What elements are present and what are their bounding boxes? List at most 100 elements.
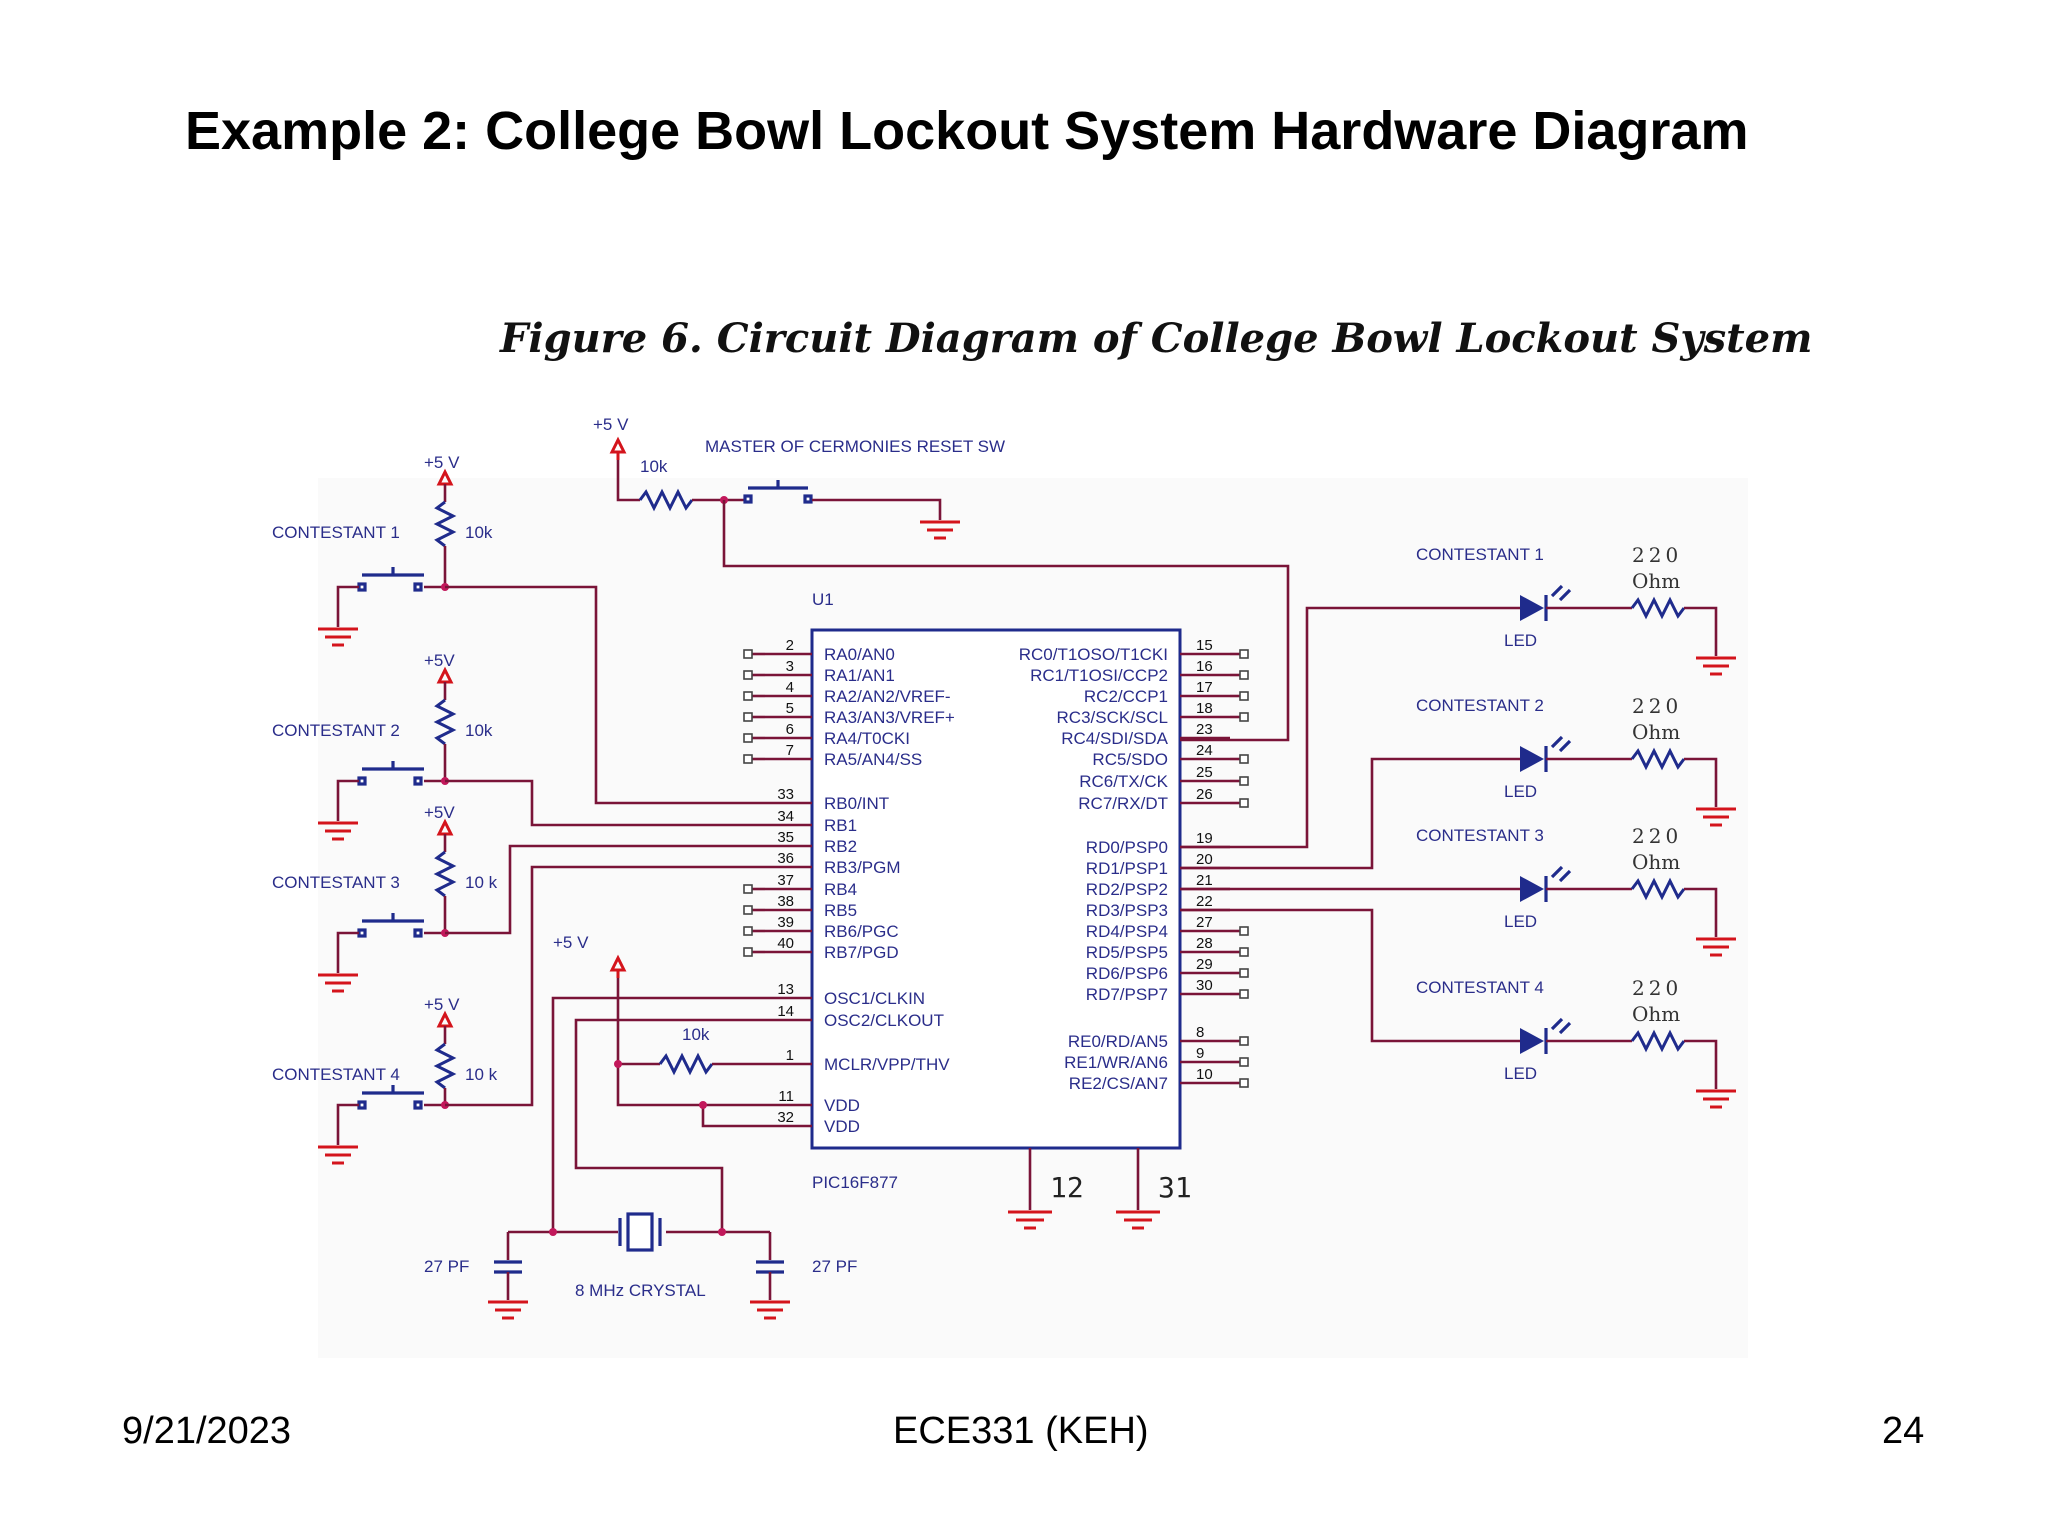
contestant-label: CONTESTANT 3 [272, 873, 400, 892]
contestant-label: CONTESTANT 3 [1416, 826, 1544, 845]
ground-symbol [1696, 937, 1736, 957]
ground-pin-number: 12 [1050, 1171, 1084, 1204]
open-terminal [743, 947, 753, 957]
open-terminal [743, 733, 753, 743]
open-terminal [1239, 1057, 1249, 1067]
pin-number: 13 [777, 981, 794, 998]
pin-number: 40 [777, 935, 794, 952]
pin-name: RC0/T1OSO/T1CKI [1019, 645, 1168, 664]
chip-ground-pins: 12 31 [1008, 1148, 1192, 1230]
resistor-symbol [1630, 1029, 1686, 1053]
pin-name: RD4/PSP4 [1086, 922, 1168, 941]
pin-number: 7 [786, 742, 794, 759]
pin-name: RB4 [824, 880, 857, 899]
junction-dot [549, 1228, 557, 1236]
pin-name: RA3/AN3/VREF+ [824, 708, 955, 727]
chip-reference: U1 [812, 590, 834, 609]
pin-name: RB7/PGD [824, 943, 899, 962]
open-terminal [1239, 947, 1249, 957]
pin-name: RB6/PGC [824, 922, 899, 941]
open-terminal [743, 905, 753, 915]
pin-number: 8 [1196, 1024, 1204, 1041]
pin-name: RC2/CCP1 [1084, 687, 1168, 706]
resistor-value: 220 [1632, 543, 1682, 567]
pin-number: 21 [1196, 872, 1213, 889]
pin-name: RC7/RX/DT [1078, 794, 1168, 813]
contestant-label: CONTESTANT 1 [1416, 545, 1544, 564]
open-terminal [1239, 798, 1249, 808]
pin-number: 25 [1196, 764, 1213, 781]
resistor-symbol [638, 488, 694, 512]
open-terminal [1239, 968, 1249, 978]
chip-pin: 17 RC2/CCP1 [1084, 679, 1249, 706]
open-terminal [743, 649, 753, 659]
pin-name: RC4/SDI/SDA [1061, 729, 1168, 748]
open-terminal [1239, 670, 1249, 680]
pin-name: VDD [824, 1117, 860, 1136]
pin-name: RD7/PSP7 [1086, 985, 1168, 1004]
open-terminal [1239, 776, 1249, 786]
pin-number: 1 [786, 1047, 794, 1064]
pin-number: 30 [1196, 977, 1213, 994]
open-terminal [1239, 712, 1249, 722]
pin-name: RD3/PSP3 [1086, 901, 1168, 920]
resistor-symbol [1630, 747, 1686, 771]
pin-number: 17 [1196, 679, 1213, 696]
pin-number: 27 [1196, 914, 1213, 931]
pin-name: RD1/PSP1 [1086, 859, 1168, 878]
contestant-label: CONTESTANT 2 [1416, 696, 1544, 715]
pin-name: RC3/SCK/SCL [1057, 708, 1168, 727]
pin-name: RB3/PGM [824, 858, 901, 877]
open-terminal [1239, 649, 1249, 659]
pin-number: 10 [1196, 1066, 1213, 1083]
open-terminal [1239, 691, 1249, 701]
pin-name: RE1/WR/AN6 [1064, 1053, 1168, 1072]
pin-name: RA2/AN2/VREF- [824, 687, 951, 706]
pin-name: VDD [824, 1096, 860, 1115]
crystal-label: 8 MHz CRYSTAL [575, 1281, 706, 1300]
pin-name: RD6/PSP6 [1086, 964, 1168, 983]
pin-name: RB5 [824, 901, 857, 920]
supply-arrow-icon [609, 436, 627, 454]
resistor-symbol [1630, 877, 1686, 901]
pin-number: 19 [1196, 830, 1213, 847]
contestant-label: CONTESTANT 2 [272, 721, 400, 740]
push-button-switch [357, 567, 424, 592]
led-label: LED [1504, 1064, 1537, 1083]
ground-symbol [318, 1145, 358, 1165]
pin-name: RA1/AN1 [824, 666, 895, 685]
push-button-switch [357, 913, 424, 938]
output-wires [1180, 606, 1484, 1043]
chip-part-number: PIC16F877 [812, 1173, 898, 1192]
pin-name: RA0/AN0 [824, 645, 895, 664]
osc-supply-label: +5 V [553, 933, 589, 952]
pin-name: OSC1/CLKIN [824, 989, 925, 1008]
ground-symbol [1696, 807, 1736, 827]
pin-name: OSC2/CLKOUT [824, 1011, 944, 1030]
led-label: LED [1504, 912, 1537, 931]
pin-name: RD2/PSP2 [1086, 880, 1168, 899]
